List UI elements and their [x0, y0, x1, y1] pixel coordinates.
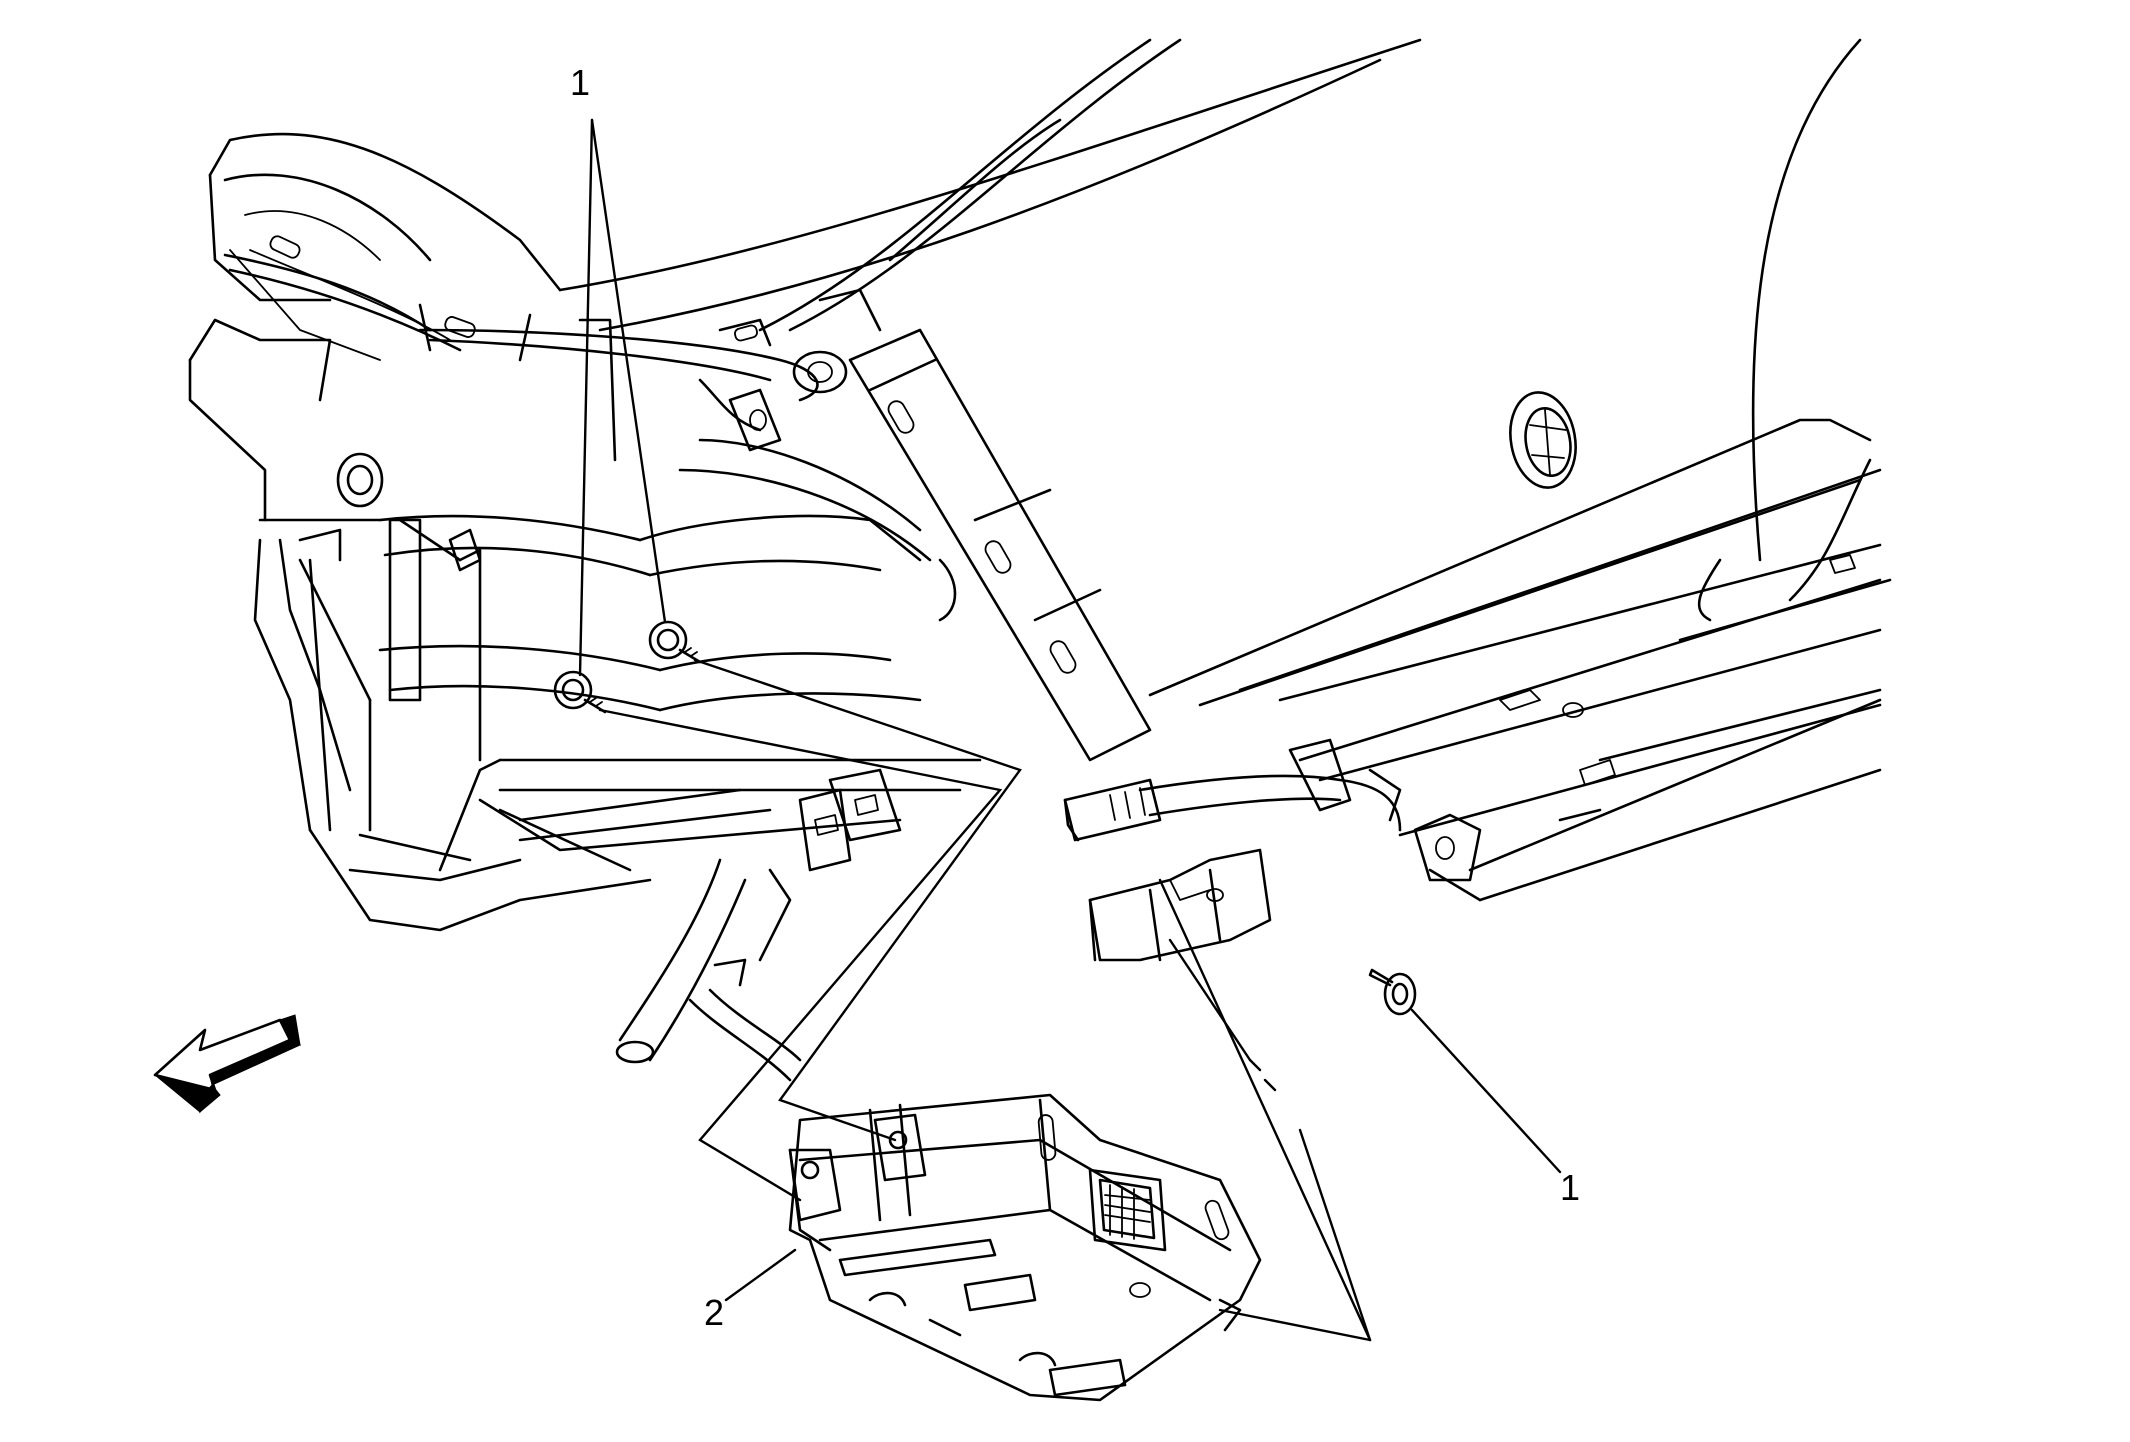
hoses [615, 858, 802, 1082]
leader-lines [578, 118, 1562, 1342]
callout-2-module: 2 [704, 1292, 724, 1333]
body-panel-curves [558, 38, 1872, 602]
support-strut [818, 288, 1152, 762]
upper-harness [418, 303, 957, 622]
control-module [788, 1093, 1262, 1402]
callout-1-top: 1 [570, 62, 590, 103]
panel-grommet [1509, 391, 1577, 489]
callout-1-right: 1 [1560, 1167, 1580, 1208]
frame-crossmember [188, 132, 652, 932]
harness-connector [1063, 738, 1402, 842]
bolt-upper-left [553, 670, 607, 714]
bolt-right [1368, 968, 1417, 1016]
frame-channel [378, 514, 982, 872]
mounting-bracket [798, 768, 1272, 962]
bolt-upper-right [648, 620, 702, 664]
front-direction-arrow-icon [153, 1014, 302, 1114]
body-rail [1148, 418, 1892, 902]
